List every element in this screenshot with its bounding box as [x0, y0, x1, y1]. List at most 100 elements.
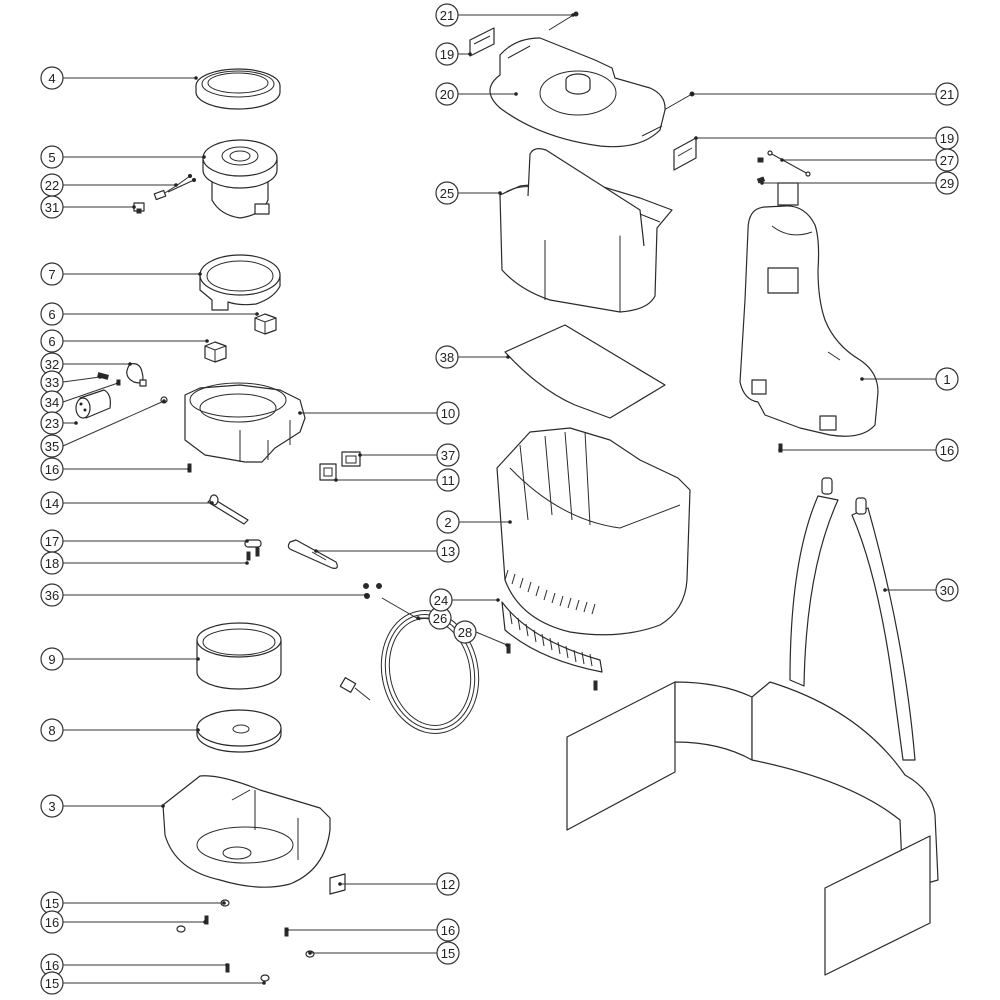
callout-15: 15 — [308, 941, 460, 965]
part-foot — [260, 974, 270, 982]
callout-35: 35 — [40, 399, 166, 458]
part-lid — [489, 37, 666, 148]
callout-circle — [935, 578, 959, 602]
callout-12: 12 — [338, 872, 460, 896]
callout-number: 18 — [45, 556, 59, 571]
leader-anchor-dot — [205, 339, 209, 343]
callout-number: 12 — [441, 877, 455, 892]
callout-16: 16 — [40, 910, 207, 934]
callout-number: 24 — [434, 593, 448, 608]
leader-anchor-dot — [74, 421, 78, 425]
callout-10: 10 — [298, 401, 460, 425]
callout-37: 37 — [358, 443, 460, 467]
leader-anchor-dot — [468, 52, 472, 56]
callout-circle — [40, 910, 64, 934]
leader-anchor-dot — [298, 411, 302, 415]
callout-20: 20 — [435, 82, 518, 106]
part-base-housing — [162, 775, 331, 888]
leader-anchor-dot — [694, 136, 698, 140]
callout-circle — [935, 82, 959, 106]
part-rod — [757, 150, 811, 177]
callout-number: 20 — [440, 87, 454, 102]
callout-31: 31 — [40, 195, 136, 219]
callout-25: 25 — [435, 181, 502, 205]
callout-33: 33 — [40, 370, 102, 394]
callout-16: 16 — [40, 953, 229, 977]
callout-circle — [453, 620, 477, 644]
leader-anchor-dot — [338, 882, 342, 886]
callout-circle — [40, 329, 64, 353]
leader-anchor-dot — [285, 928, 289, 932]
callout-22: 22 — [40, 173, 178, 197]
part-cord-strain-relief — [244, 539, 262, 548]
part-motor-gasket-ring — [195, 68, 281, 110]
callout-number: 19 — [440, 47, 454, 62]
callout-6: 6 — [40, 302, 259, 326]
callout-2: 2 — [436, 510, 512, 534]
leader-anchor-dot — [196, 728, 200, 732]
callout-circle — [435, 42, 459, 66]
leader-anchor-dot — [514, 92, 518, 96]
callout-circle — [40, 411, 64, 435]
part-screw — [778, 443, 783, 453]
callout-circle — [40, 583, 64, 607]
leader-anchor-dot — [883, 588, 887, 592]
callout-circle — [436, 468, 460, 492]
callout-17: 17 — [40, 529, 249, 553]
part-cord-hook — [287, 539, 338, 569]
callout-9: 9 — [40, 647, 200, 671]
callout-number: 25 — [440, 186, 454, 201]
callout-circle — [40, 794, 64, 818]
callout-5: 5 — [40, 145, 206, 169]
callout-number: 16 — [45, 915, 59, 930]
callout-1: 1 — [860, 367, 959, 391]
callout-number: 4 — [48, 71, 55, 86]
part-pin — [207, 494, 249, 525]
leader-line — [62, 400, 165, 447]
leader-anchor-dot — [225, 963, 229, 967]
part-motor-mount — [184, 382, 306, 463]
callout-number: 32 — [45, 357, 59, 372]
leader-anchor-dot — [174, 183, 178, 187]
callout-number: 30 — [940, 583, 954, 598]
callout-number: 22 — [45, 178, 59, 193]
part-foam-block — [254, 313, 277, 335]
callout-number: 29 — [940, 176, 954, 191]
callout-circle — [429, 588, 453, 612]
callout-circle — [40, 647, 64, 671]
callout-circle — [435, 82, 459, 106]
part-screw — [284, 927, 289, 937]
part-foam-block — [204, 341, 227, 363]
callout-number: 31 — [45, 200, 59, 215]
part-exhaust-grille — [501, 601, 603, 673]
leader-anchor-dot — [416, 616, 420, 620]
leader-anchor-dot — [358, 453, 362, 457]
part-harness — [566, 477, 939, 976]
callout-number: 28 — [458, 625, 472, 640]
part-screw — [204, 915, 209, 925]
callout-circle — [935, 367, 959, 391]
leader-anchor-dot — [498, 191, 502, 195]
callout-number: 15 — [45, 896, 59, 911]
callout-circle — [40, 262, 64, 286]
callout-26: 26 — [416, 606, 452, 630]
callout-layer: 4522317663233342335101637111417181336262… — [40, 3, 959, 995]
part-motor-wire-lead — [153, 174, 196, 201]
part-filter-pad — [504, 324, 666, 419]
callout-circle — [40, 551, 64, 575]
callout-24: 24 — [429, 588, 500, 612]
callout-19: 19 — [694, 126, 959, 150]
part-back-frame — [739, 182, 879, 437]
callout-number: 38 — [440, 350, 454, 365]
leader-anchor-dot — [128, 362, 132, 366]
callout-number: 15 — [45, 976, 59, 991]
callout-number: 6 — [48, 334, 55, 349]
part-switch — [341, 451, 361, 467]
leader-anchor-dot — [210, 501, 214, 505]
callout-number: 17 — [45, 534, 59, 549]
part-foot — [176, 925, 186, 933]
callout-number: 11 — [441, 473, 455, 488]
part-wire-clip — [133, 202, 145, 214]
leader-anchor-dot — [132, 205, 136, 209]
callout-circle — [40, 457, 64, 481]
